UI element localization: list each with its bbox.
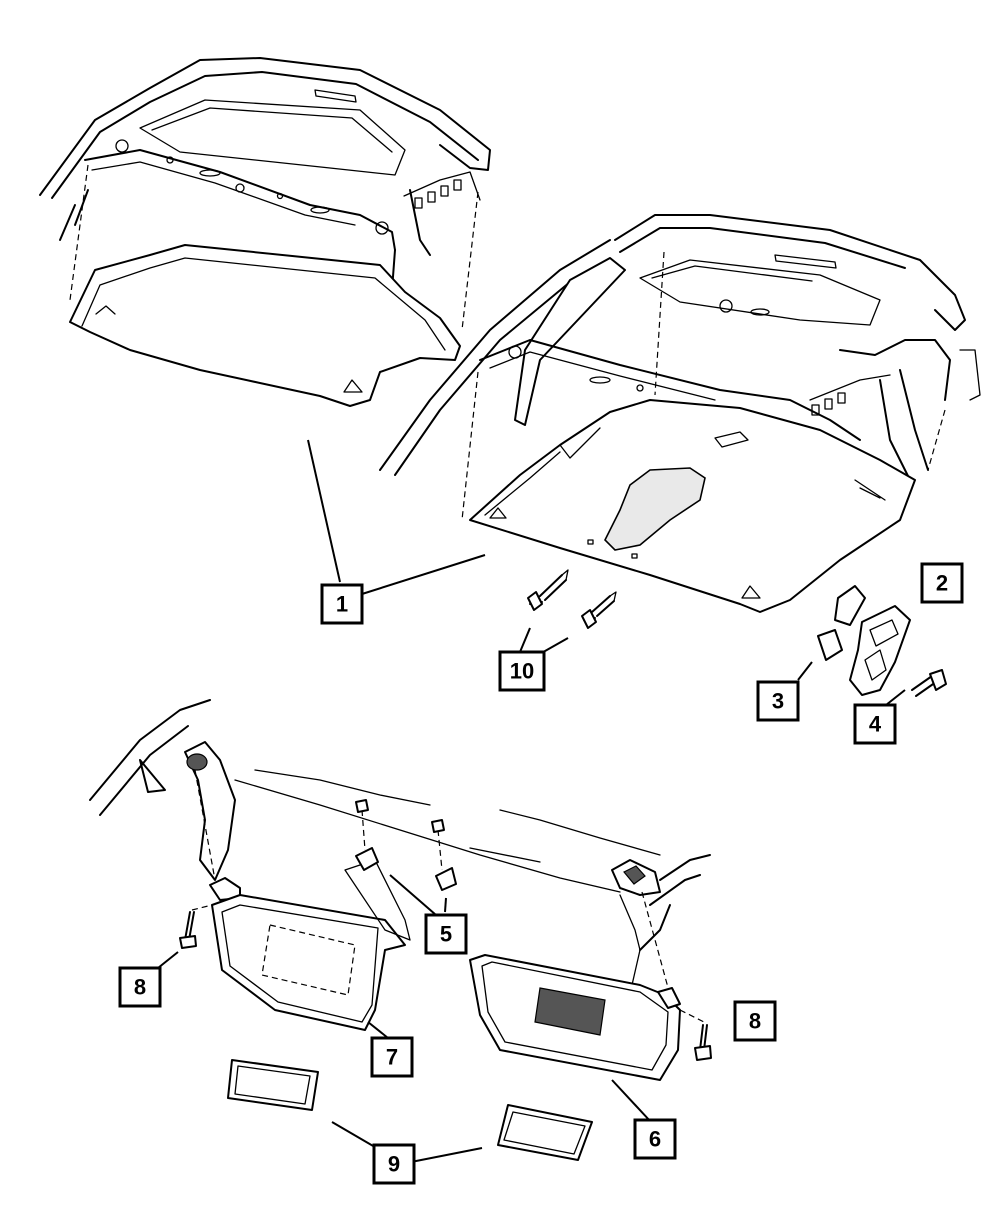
callout-4-label: 4 bbox=[869, 712, 882, 737]
sun-visor-assembly bbox=[89, 699, 712, 1161]
callout-9-label: 9 bbox=[388, 1152, 400, 1177]
callout-8-right: 8 bbox=[733, 1000, 777, 1042]
callout-7-label: 7 bbox=[386, 1045, 398, 1070]
roof-assembly-rear-view bbox=[39, 57, 491, 407]
push-pin-fasteners bbox=[527, 569, 617, 629]
callout-1: 1 bbox=[320, 583, 364, 625]
callout-2: 2 bbox=[920, 562, 964, 604]
callout-10: 10 bbox=[498, 650, 546, 692]
callout-6: 6 bbox=[633, 1118, 677, 1160]
callout-8-left: 8 bbox=[118, 966, 162, 1008]
callout-3: 3 bbox=[756, 680, 800, 722]
callout-8-right-label: 8 bbox=[749, 1009, 761, 1034]
callout-7: 7 bbox=[370, 1036, 414, 1078]
callout-8-left-label: 8 bbox=[134, 975, 146, 1000]
callout-5-label: 5 bbox=[440, 922, 452, 947]
callout-5: 5 bbox=[424, 913, 468, 955]
callout-1-label: 1 bbox=[336, 592, 348, 617]
callout-4: 4 bbox=[853, 703, 897, 745]
callout-2-label: 2 bbox=[936, 571, 948, 596]
roof-assembly-installed-view bbox=[379, 214, 981, 613]
callout-10-label: 10 bbox=[510, 659, 534, 684]
callout-3-label: 3 bbox=[772, 689, 784, 714]
callout-6-label: 6 bbox=[649, 1127, 661, 1152]
grab-handle-assembly bbox=[817, 585, 947, 697]
callout-9: 9 bbox=[372, 1143, 416, 1185]
leader-lines bbox=[157, 439, 906, 1163]
